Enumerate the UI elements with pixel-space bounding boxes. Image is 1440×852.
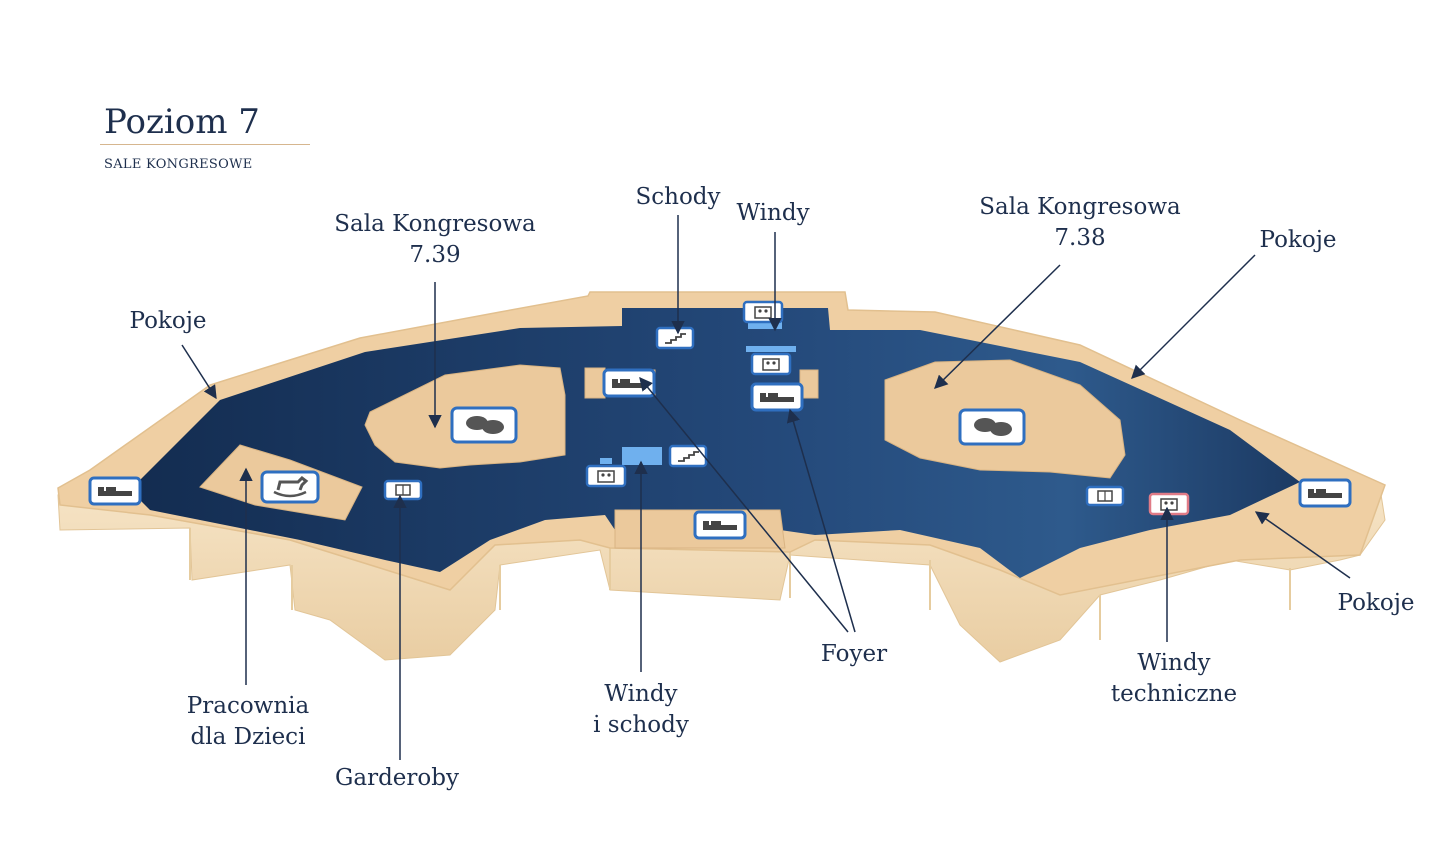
floor-title: Poziom 7	[104, 102, 260, 142]
building-walls	[57, 487, 1386, 663]
label-garderoby: Garderoby	[335, 765, 459, 791]
arrow-pokoje-northeast	[1131, 254, 1256, 379]
label-windy: Windy	[736, 200, 810, 226]
label-pokoje-southeast: Pokoje	[1337, 590, 1415, 616]
elevator-icon	[742, 300, 784, 324]
stairs-icon	[655, 326, 695, 350]
leader-lines	[181, 215, 1351, 760]
map-icons	[88, 300, 1352, 540]
arrow-pokoje-southeast	[1254, 511, 1351, 579]
elevator-icon	[585, 464, 627, 488]
label-pokoje-northeast: Pokoje	[1259, 227, 1337, 253]
label-schody: Schody	[635, 184, 721, 210]
bed-icon	[1298, 478, 1352, 508]
wardrobe-icon	[1085, 485, 1125, 507]
elevator-shafts	[600, 322, 796, 465]
bed-icon	[602, 368, 656, 398]
stairs-icon	[668, 444, 708, 468]
rocking-horse-icon	[260, 470, 320, 504]
bed-icon	[693, 510, 747, 540]
elevator-icon	[750, 352, 792, 376]
arrow-foyer-1	[639, 376, 849, 633]
elevator-icon	[1148, 492, 1190, 516]
floor-subtitle: SALE KONGRESOWE	[104, 157, 253, 172]
label-foyer: Foyer	[820, 641, 888, 667]
speech-bubbles-icon	[958, 408, 1026, 446]
title-divider	[100, 144, 310, 145]
bed-icon	[88, 476, 142, 506]
label-pokoje-west: Pokoje	[129, 308, 207, 334]
bed-icon	[750, 382, 804, 412]
wardrobe-icon	[383, 479, 423, 501]
speech-bubbles-icon	[450, 406, 518, 444]
arrow-foyer-2	[786, 408, 856, 633]
arrow-sala-738	[934, 264, 1061, 389]
arrow-pokoje-west	[181, 344, 217, 400]
